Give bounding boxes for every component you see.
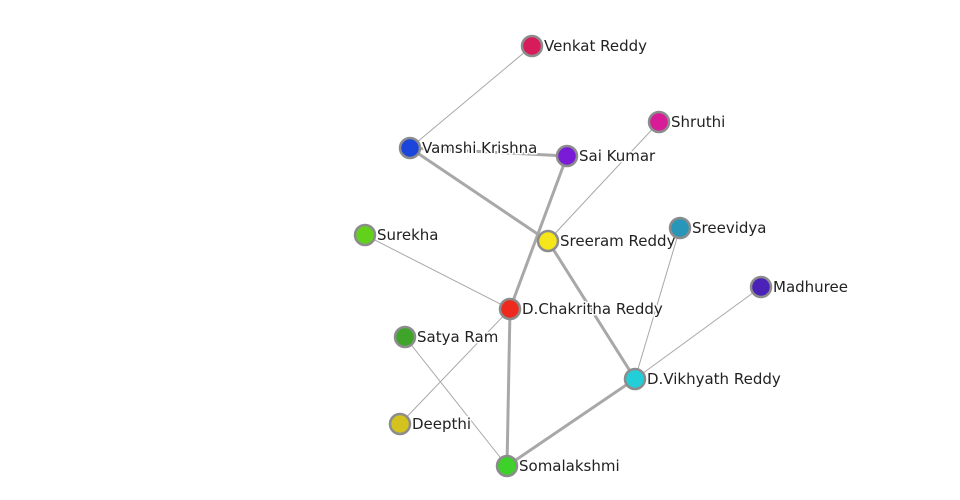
node-label: Madhuree <box>773 278 848 296</box>
node-deepthi[interactable]: Deepthi <box>388 412 473 436</box>
edge-chakritha-somalakshmi <box>505 308 512 467</box>
node-circle[interactable] <box>623 367 647 391</box>
edge-venkat-vamshi <box>409 45 533 149</box>
node-label: Somalakshmi <box>519 457 620 475</box>
node-somalakshmi[interactable]: Somalakshmi <box>495 454 621 478</box>
edge-vikhyath-somalakshmi <box>506 377 636 468</box>
node-chakritha[interactable]: D.Chakritha Reddy <box>498 297 664 321</box>
node-madhuree[interactable]: Madhuree <box>749 275 849 299</box>
edge-chakritha-deepthi <box>399 308 511 425</box>
node-circle[interactable] <box>555 144 579 168</box>
edge-sreeram-vikhyath <box>546 240 637 380</box>
node-circle[interactable] <box>647 110 671 134</box>
node-circle[interactable] <box>498 297 522 321</box>
edge-vamshi-saikumar <box>409 146 568 158</box>
node-label: Sreeram Reddy <box>560 232 676 250</box>
node-circle[interactable] <box>749 275 773 299</box>
node-circle[interactable] <box>353 223 377 247</box>
edge-satyaram-somalakshmi <box>404 336 508 467</box>
node-circle[interactable] <box>495 454 519 478</box>
node-label: Venkat Reddy <box>544 37 647 55</box>
node-circle[interactable] <box>393 325 417 349</box>
node-circle[interactable] <box>520 34 544 58</box>
node-label: Shruthi <box>671 113 725 131</box>
edge-saikumar-chakritha <box>508 155 569 310</box>
node-label: Surekha <box>377 226 438 244</box>
node-vikhyath[interactable]: D.Vikhyath Reddy <box>623 367 782 391</box>
node-satyaram[interactable]: Satya Ram <box>393 325 500 349</box>
node-venkat[interactable]: Venkat Reddy <box>520 34 649 58</box>
node-vamshi[interactable]: Vamshi Krishna <box>398 136 539 160</box>
node-sreevidya[interactable]: Sreevidya <box>668 216 768 240</box>
node-label: D.Vikhyath Reddy <box>647 370 781 388</box>
node-shruthi[interactable]: Shruthi <box>647 110 727 134</box>
node-saikumar[interactable]: Sai Kumar <box>555 144 658 168</box>
edge-madhuree-vikhyath <box>634 286 762 380</box>
node-circle[interactable] <box>388 412 412 436</box>
edge-shruthi-sreeram <box>547 121 660 242</box>
node-label: Sreevidya <box>692 219 766 237</box>
edges-layer <box>364 45 762 468</box>
node-circle[interactable] <box>398 136 422 160</box>
node-circle[interactable] <box>668 216 692 240</box>
node-surekha[interactable]: Surekha <box>353 223 440 247</box>
node-circle[interactable] <box>536 229 560 253</box>
node-label: Vamshi Krishna <box>422 139 537 157</box>
edge-surekha-chakritha <box>364 234 511 310</box>
node-label: Deepthi <box>412 415 471 433</box>
node-label: D.Chakritha Reddy <box>522 300 663 318</box>
node-sreeram[interactable]: Sreeram Reddy <box>536 229 677 253</box>
node-label: Satya Ram <box>417 328 498 346</box>
edge-sreevidya-vikhyath <box>634 227 681 380</box>
node-label: Sai Kumar <box>579 147 656 165</box>
edge-vamshi-sreeram <box>409 146 549 243</box>
